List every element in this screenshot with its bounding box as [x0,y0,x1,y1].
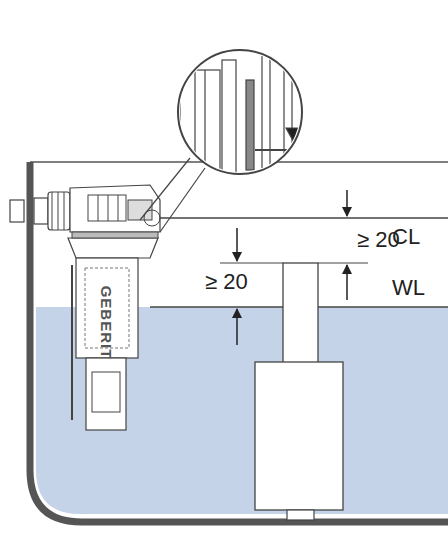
brand-name: GEBERIT [100,285,115,359]
level-label: WL [392,277,425,299]
dimension-value: ≥ 20 [357,229,400,251]
dimension-value: ≥ 20 [205,271,248,293]
